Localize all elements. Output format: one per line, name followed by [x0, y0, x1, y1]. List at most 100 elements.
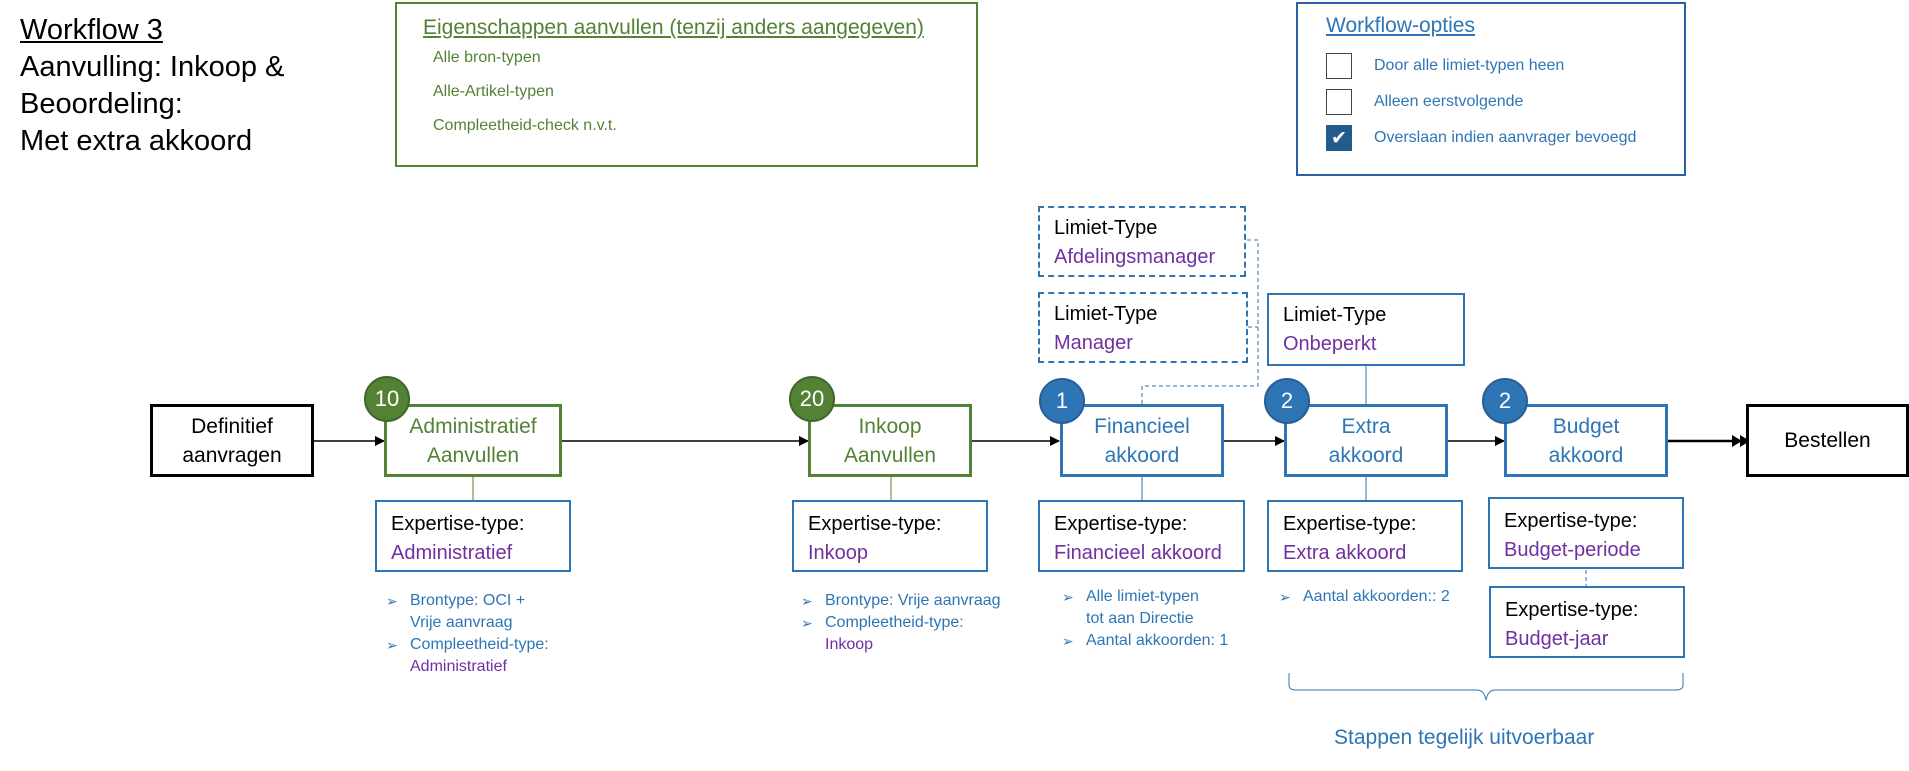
limit-key: Limiet-Type — [1054, 303, 1158, 325]
limit-key: Limiet-Type — [1054, 217, 1158, 239]
bullet-text: Compleetheid-type: — [825, 614, 964, 631]
expertise-budget-jaar: Expertise-type: Budget-jaar — [1489, 586, 1685, 658]
bullet-text: Aantal akkoorden: 1 — [1086, 632, 1229, 649]
option-label: Overslaan indien aanvrager bevoegd — [1374, 129, 1637, 146]
arrow-head-end-1 — [1732, 435, 1742, 447]
bullet-item: ➢ Compleetheid-type: Administratief — [382, 634, 602, 678]
expertise-financieel: Expertise-type: Financieel akkoord — [1038, 500, 1245, 572]
expertise-value: Budget-periode — [1504, 539, 1641, 561]
node-label-line: Administratief — [409, 414, 537, 438]
node-bestellen[interactable]: Bestellen — [1746, 404, 1909, 477]
step-badge-budget: 2 — [1482, 378, 1528, 424]
option-next-only[interactable]: Alleen eerstvolgende — [1326, 84, 1684, 120]
step-badge-financieel: 1 — [1039, 378, 1085, 424]
expertise-value: Inkoop — [808, 542, 869, 564]
expertise-budget-periode: Expertise-type: Budget-periode — [1488, 497, 1684, 569]
bullet-text: Alle limiet-typen — [1086, 588, 1199, 605]
node-definitief-aanvragen[interactable]: Definitief aanvragen — [150, 404, 314, 477]
bullet-text: Compleetheid-type: — [410, 636, 549, 653]
expertise-value: Financieel akkoord — [1054, 542, 1222, 564]
node-label-line: Inkoop — [858, 414, 922, 438]
node-label-line: aanvragen — [182, 443, 282, 467]
title-line-3: Beoordeling: — [20, 88, 183, 120]
node-label-line: Bestellen — [1784, 429, 1871, 452]
arrow-bullet-icon: ➢ — [386, 593, 398, 609]
bullet-text: tot aan Directie — [1086, 610, 1194, 627]
option-all-limits[interactable]: Door alle limiet-typen heen — [1326, 48, 1684, 84]
arrow-bullet-icon: ➢ — [1279, 589, 1291, 605]
arrow-bullet-icon: ➢ — [801, 593, 813, 609]
expertise-key: Expertise-type: — [808, 513, 942, 535]
limit-value: Afdelingsmanager — [1054, 246, 1216, 268]
workflow-title: Workflow 3 Aanvulling: Inkoop & Beoordel… — [20, 12, 284, 160]
properties-item: Compleetheid-check n.v.t. — [433, 117, 617, 134]
bullet-item: ➢ Aantal akkoorden:: 2 — [1275, 586, 1475, 608]
arrow-bullet-icon: ➢ — [386, 637, 398, 653]
node-label-line: Definitief — [191, 414, 273, 438]
node-label-line: Aanvullen — [843, 443, 937, 467]
properties-item: Alle bron-typen — [433, 49, 541, 66]
option-skip-authorized[interactable]: ✔ Overslaan indien aanvrager bevoegd — [1326, 120, 1684, 156]
node-label-line: Extra — [1341, 414, 1391, 438]
bullets-extra: ➢ Aantal akkoorden:: 2 — [1275, 586, 1475, 608]
bullet-text: Aantal akkoorden:: 2 — [1303, 588, 1450, 605]
checkbox-skip-authorized[interactable]: ✔ — [1326, 125, 1352, 151]
option-label: Alleen eerstvolgende — [1374, 93, 1524, 110]
step-badge-inkoop: 20 — [789, 376, 835, 422]
node-label-line: akkoord — [1328, 443, 1404, 467]
limit-manager: Limiet-Type Manager — [1038, 292, 1248, 363]
bullet-text: Administratief — [410, 658, 507, 675]
bullet-item: ➢ Brontype: OCI + Vrije aanvraag — [382, 590, 602, 634]
expertise-value: Administratief — [391, 542, 513, 564]
arrow-head-end-2 — [1740, 435, 1750, 447]
expertise-key: Expertise-type: — [1504, 510, 1638, 532]
arrow-bullet-icon: ➢ — [1062, 633, 1074, 649]
bullet-item: ➢ Alle limiet-typen tot aan Directie — [1058, 586, 1268, 630]
expertise-value: Budget-jaar — [1505, 628, 1609, 650]
properties-header: Eigenschappen aanvullen (tenzij anders a… — [423, 16, 924, 39]
title-line-4: Met extra akkoord — [20, 125, 253, 157]
title-line-2: Aanvulling: Inkoop & — [20, 51, 285, 83]
expertise-key: Expertise-type: — [1283, 513, 1417, 535]
bullet-item: ➢ Compleetheid-type: Inkoop — [797, 612, 1037, 656]
bullets-inkoop: ➢ Brontype: Vrije aanvraag ➢ Compleetheid-… — [797, 590, 1037, 656]
node-financieel-akkoord[interactable]: Financieel akkoord — [1060, 404, 1224, 477]
node-extra-akkoord[interactable]: Extra akkoord — [1284, 404, 1448, 477]
step-badge-admin: 10 — [364, 376, 410, 422]
bullet-text: Brontype: OCI + — [410, 592, 526, 609]
limit-value: Manager — [1054, 332, 1133, 354]
workflow-options-panel: Workflow-opties Door alle limiet-typen h… — [1296, 2, 1686, 176]
title-line-1: Workflow 3 — [20, 14, 163, 46]
limit-afdelingsmanager: Limiet-Type Afdelingsmanager — [1038, 206, 1246, 277]
arrow-bullet-icon: ➢ — [801, 615, 813, 631]
expertise-value: Extra akkoord — [1283, 542, 1407, 564]
expertise-extra: Expertise-type: Extra akkoord — [1267, 500, 1463, 572]
checkbox-all-limits[interactable] — [1326, 53, 1352, 79]
node-label-line: akkoord — [1104, 443, 1180, 467]
expertise-key: Expertise-type: — [391, 513, 525, 535]
arrow-bullet-icon: ➢ — [1062, 589, 1074, 605]
properties-item: Alle-Artikel-typen — [433, 83, 554, 100]
bullets-financieel: ➢ Alle limiet-typen tot aan Directie ➢ Aant… — [1058, 586, 1268, 652]
checkmark-icon: ✔ — [1331, 127, 1347, 149]
bullet-item: ➢ Brontype: Vrije aanvraag — [797, 590, 1037, 612]
option-label: Door alle limiet-typen heen — [1374, 57, 1565, 74]
expertise-admin: Expertise-type: Administratief — [375, 500, 571, 572]
expertise-key: Expertise-type: — [1054, 513, 1188, 535]
bullet-text: Inkoop — [825, 636, 874, 653]
node-label-line: Budget — [1552, 414, 1620, 438]
parallel-brace — [1288, 673, 1684, 701]
checkbox-next-only[interactable] — [1326, 89, 1352, 115]
bullet-text: Vrije aanvraag — [410, 614, 513, 631]
node-budget-akkoord[interactable]: Budget akkoord — [1504, 404, 1668, 477]
bullet-text: Brontype: Vrije aanvraag — [825, 592, 1001, 609]
node-label-line: akkoord — [1548, 443, 1624, 467]
limit-onbeperkt: Limiet-Type Onbeperkt — [1267, 293, 1465, 366]
node-label-line: Financieel — [1094, 414, 1190, 438]
limit-value: Onbeperkt — [1283, 333, 1377, 355]
properties-panel: Eigenschappen aanvullen (tenzij anders a… — [395, 2, 978, 167]
bullet-item: ➢ Aantal akkoorden: 1 — [1058, 630, 1268, 652]
